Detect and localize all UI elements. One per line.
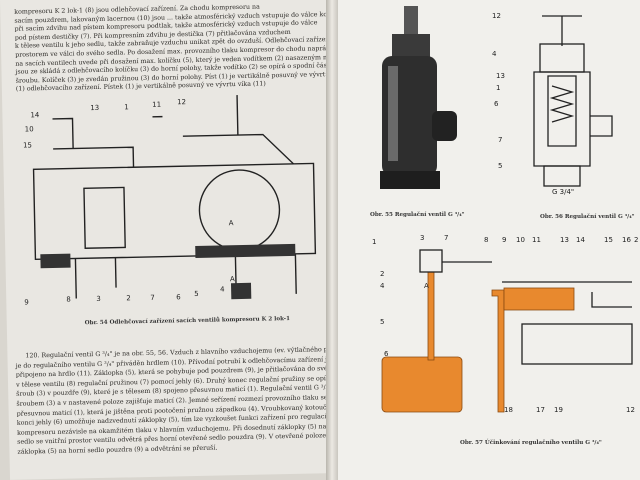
figure-55-caption: Obr. 55 Regulační ventil G ³/₄" [370,212,465,218]
label: 8 [484,236,488,244]
figure-56-drawing: 12 4 13 1 6 7 5 G 3/4" [492,12,613,196]
figure-57-diagram: 1 3 7 8 9 10 11 13 14 15 16 2 2 4 5 6 A … [372,234,638,414]
label: 13 [90,104,99,112]
figure-55-photo [380,6,457,189]
left-page: kompresoru K 2 lok-1 (8) jsou odlehčovac… [0,0,367,480]
label: 16 [622,236,631,244]
label: 4 [492,50,497,58]
label: 5 [194,290,199,298]
label: 6 [176,293,181,301]
label: 7 [498,136,502,144]
label: 10 [25,125,34,133]
label: 9 [502,236,506,244]
label: 14 [30,111,40,119]
label: 3 [96,295,101,303]
label: 1 [124,103,129,111]
label: 3 [420,234,424,242]
label: 10 [516,236,525,244]
book-gutter [326,0,338,480]
label: 12 [626,406,635,414]
label: 5 [498,162,502,170]
label: 13 [496,72,505,80]
bottom-paragraph: 120. Regulační ventil G ³/₄" je na obr. … [15,344,368,457]
label: 4 [220,285,225,293]
label: 15 [23,141,32,149]
label: 6 [384,350,389,358]
label: 11 [152,101,161,109]
label: 6 [494,100,499,108]
label: 1 [496,84,500,92]
label: 1 [372,238,376,246]
figure-54-drawing: 14 13 1 11 12 10 15 9 8 3 2 7 6 5 4 A A [23,95,317,307]
label: 12 [492,12,501,20]
label: A [424,282,429,290]
label: 19 [554,406,563,414]
label: 11 [532,236,541,244]
label: 7 [150,294,155,302]
label: 9 [24,298,29,306]
figure-56-caption: Obr. 56 Regulační ventil G ³/₄" [540,214,635,220]
dimension-label: G 3/4" [552,188,574,196]
label: 13 [560,236,569,244]
label: 7 [444,234,448,242]
figure-57-caption: Obr. 57 Účinkování regulačního ventilu G… [460,440,602,446]
figure-54-caption: Obr. 54 Odlehčovací zařízení sacích vent… [84,315,291,327]
label: 12 [177,98,186,106]
right-page: Obr. 55 Regulační ventil G ³/₄" 12 4 13 … [332,0,640,480]
label: 8 [66,296,71,304]
label: A [229,219,234,227]
label: 17 [536,406,545,414]
label: 5 [380,318,384,326]
label: 4 [380,282,385,290]
label: 2 [634,236,638,244]
label: 2 [126,294,131,302]
label: A [230,275,235,283]
air-reservoir [381,356,463,413]
top-paragraph: kompresoru K 2 lok-1 (8) jsou odlehčovac… [14,2,360,95]
label: 18 [504,406,513,414]
label: 2 [380,270,384,278]
label: 15 [604,236,613,244]
label: 14 [576,236,585,244]
